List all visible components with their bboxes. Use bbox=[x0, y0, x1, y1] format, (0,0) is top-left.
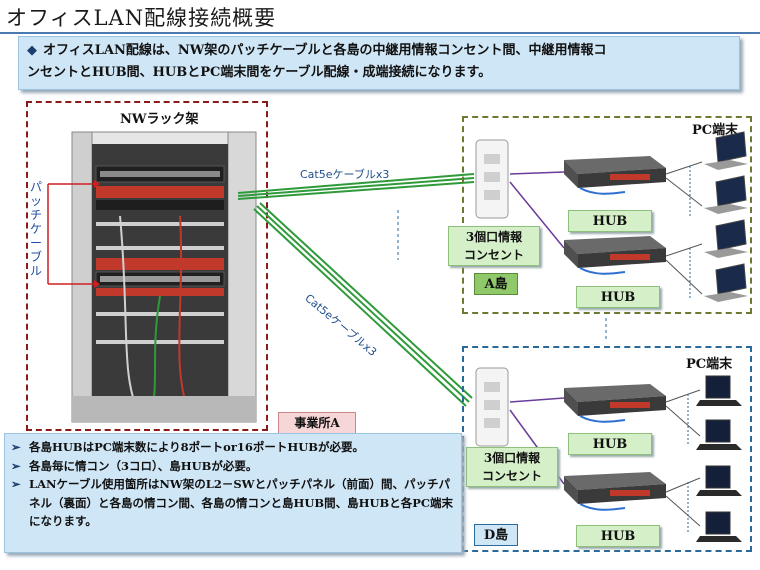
nw-rack-diagram bbox=[71, 131, 257, 423]
intro-line-1: ◆ オフィスLAN配線は、NW架のパッチケーブルと各島の中継用情報コンセント間、中… bbox=[27, 40, 731, 62]
island-a-info-outlet bbox=[475, 139, 509, 219]
island-d-network bbox=[509, 375, 742, 542]
island-a-outlet-label: 3個口情報 コンセント bbox=[448, 226, 540, 266]
page-title: オフィスLAN配線接続概要 bbox=[6, 6, 277, 30]
island-d-name: D島 bbox=[474, 524, 518, 546]
intro-banner: ◆ オフィスLAN配線は、NW架のパッチケーブルと各島の中継用情報コンセント間、中… bbox=[18, 36, 740, 90]
note-text-1: 各島HUBはPC端末数により8ポートor16ポートHUBが必要。 bbox=[29, 440, 365, 454]
rack-frame bbox=[26, 101, 268, 431]
arrow-bullet-icon: ➢ bbox=[11, 440, 21, 454]
island-d-outlet-line-1: 3個口情報 bbox=[483, 451, 541, 465]
island-a-hub-2-icon bbox=[564, 236, 666, 275]
patch-cable-brace bbox=[47, 180, 100, 288]
intro-line-2: ンセントとHUB間、HUBとPC端末間をケーブル配線・成端接続になります。 bbox=[27, 65, 492, 80]
island-a-frame bbox=[462, 116, 752, 314]
title-rule bbox=[0, 32, 760, 34]
note-text-3: LANケーブル使用箇所はNW架のL2－SWとパッチパネル（前面）間、パッチパネル… bbox=[29, 477, 454, 528]
island-a-pc-label: PC端末 bbox=[692, 123, 739, 138]
island-d-pc-label: PC端末 bbox=[686, 357, 733, 372]
island-d-hub-2-label: HUB bbox=[576, 525, 660, 547]
island-d-frame bbox=[462, 346, 752, 552]
island-a-hub-2-label: HUB bbox=[576, 286, 660, 308]
island-d-hub-1-label: HUB bbox=[568, 433, 652, 455]
arrow-bullet-icon: ➢ bbox=[11, 477, 21, 491]
island-a-pc-icons bbox=[704, 131, 748, 302]
island-d-pc-icons bbox=[696, 375, 742, 542]
island-a-outlet-line-2: コンセント bbox=[463, 248, 524, 262]
island-a-network bbox=[509, 131, 748, 302]
arrow-bullet-icon: ➢ bbox=[11, 458, 21, 473]
island-a-hub-1-icon bbox=[564, 156, 666, 195]
note-item: ➢ 各島毎に情コン（3コロ）、島HUBが必要。 bbox=[11, 457, 455, 476]
note-item: ➢ LANケーブル使用箇所はNW架のL2－SWとパッチパネル（前面）間、パッチパネ… bbox=[11, 475, 455, 531]
note-text-2: 各島毎に情コン（3コロ）、島HUBが必要。 bbox=[29, 458, 258, 473]
island-a-name: A島 bbox=[474, 273, 518, 295]
cable-label-top: Cat5eケーブルx3 bbox=[300, 168, 390, 181]
island-d-outlet-line-2: コンセント bbox=[481, 469, 542, 483]
note-item: ➢ 各島HUBはPC端末数により8ポートor16ポートHUBが必要。 bbox=[11, 438, 455, 457]
island-a-hub-1-label: HUB bbox=[568, 210, 652, 232]
office-label: 事業所A bbox=[278, 412, 356, 434]
island-a-outlet-line-1: 3個口情報 bbox=[465, 230, 523, 244]
intro-text-1: オフィスLAN配線は、NW架のパッチケーブルと各島の中継用情報コンセント間、中継… bbox=[43, 43, 607, 58]
diamond-bullet-icon: ◆ bbox=[27, 43, 37, 58]
island-d-hub-1-icon bbox=[564, 384, 666, 423]
island-d-hub-2-icon bbox=[564, 472, 666, 511]
rack-label: NWラック架 bbox=[120, 112, 199, 127]
island-d-info-outlet bbox=[475, 367, 509, 447]
patch-cable-label: パッチケーブル bbox=[30, 180, 43, 278]
notes-box: ➢ 各島HUBはPC端末数により8ポートor16ポートHUBが必要。 ➢ 各島毎に情… bbox=[4, 433, 462, 553]
island-d-outlet-label: 3個口情報 コンセント bbox=[466, 447, 558, 487]
